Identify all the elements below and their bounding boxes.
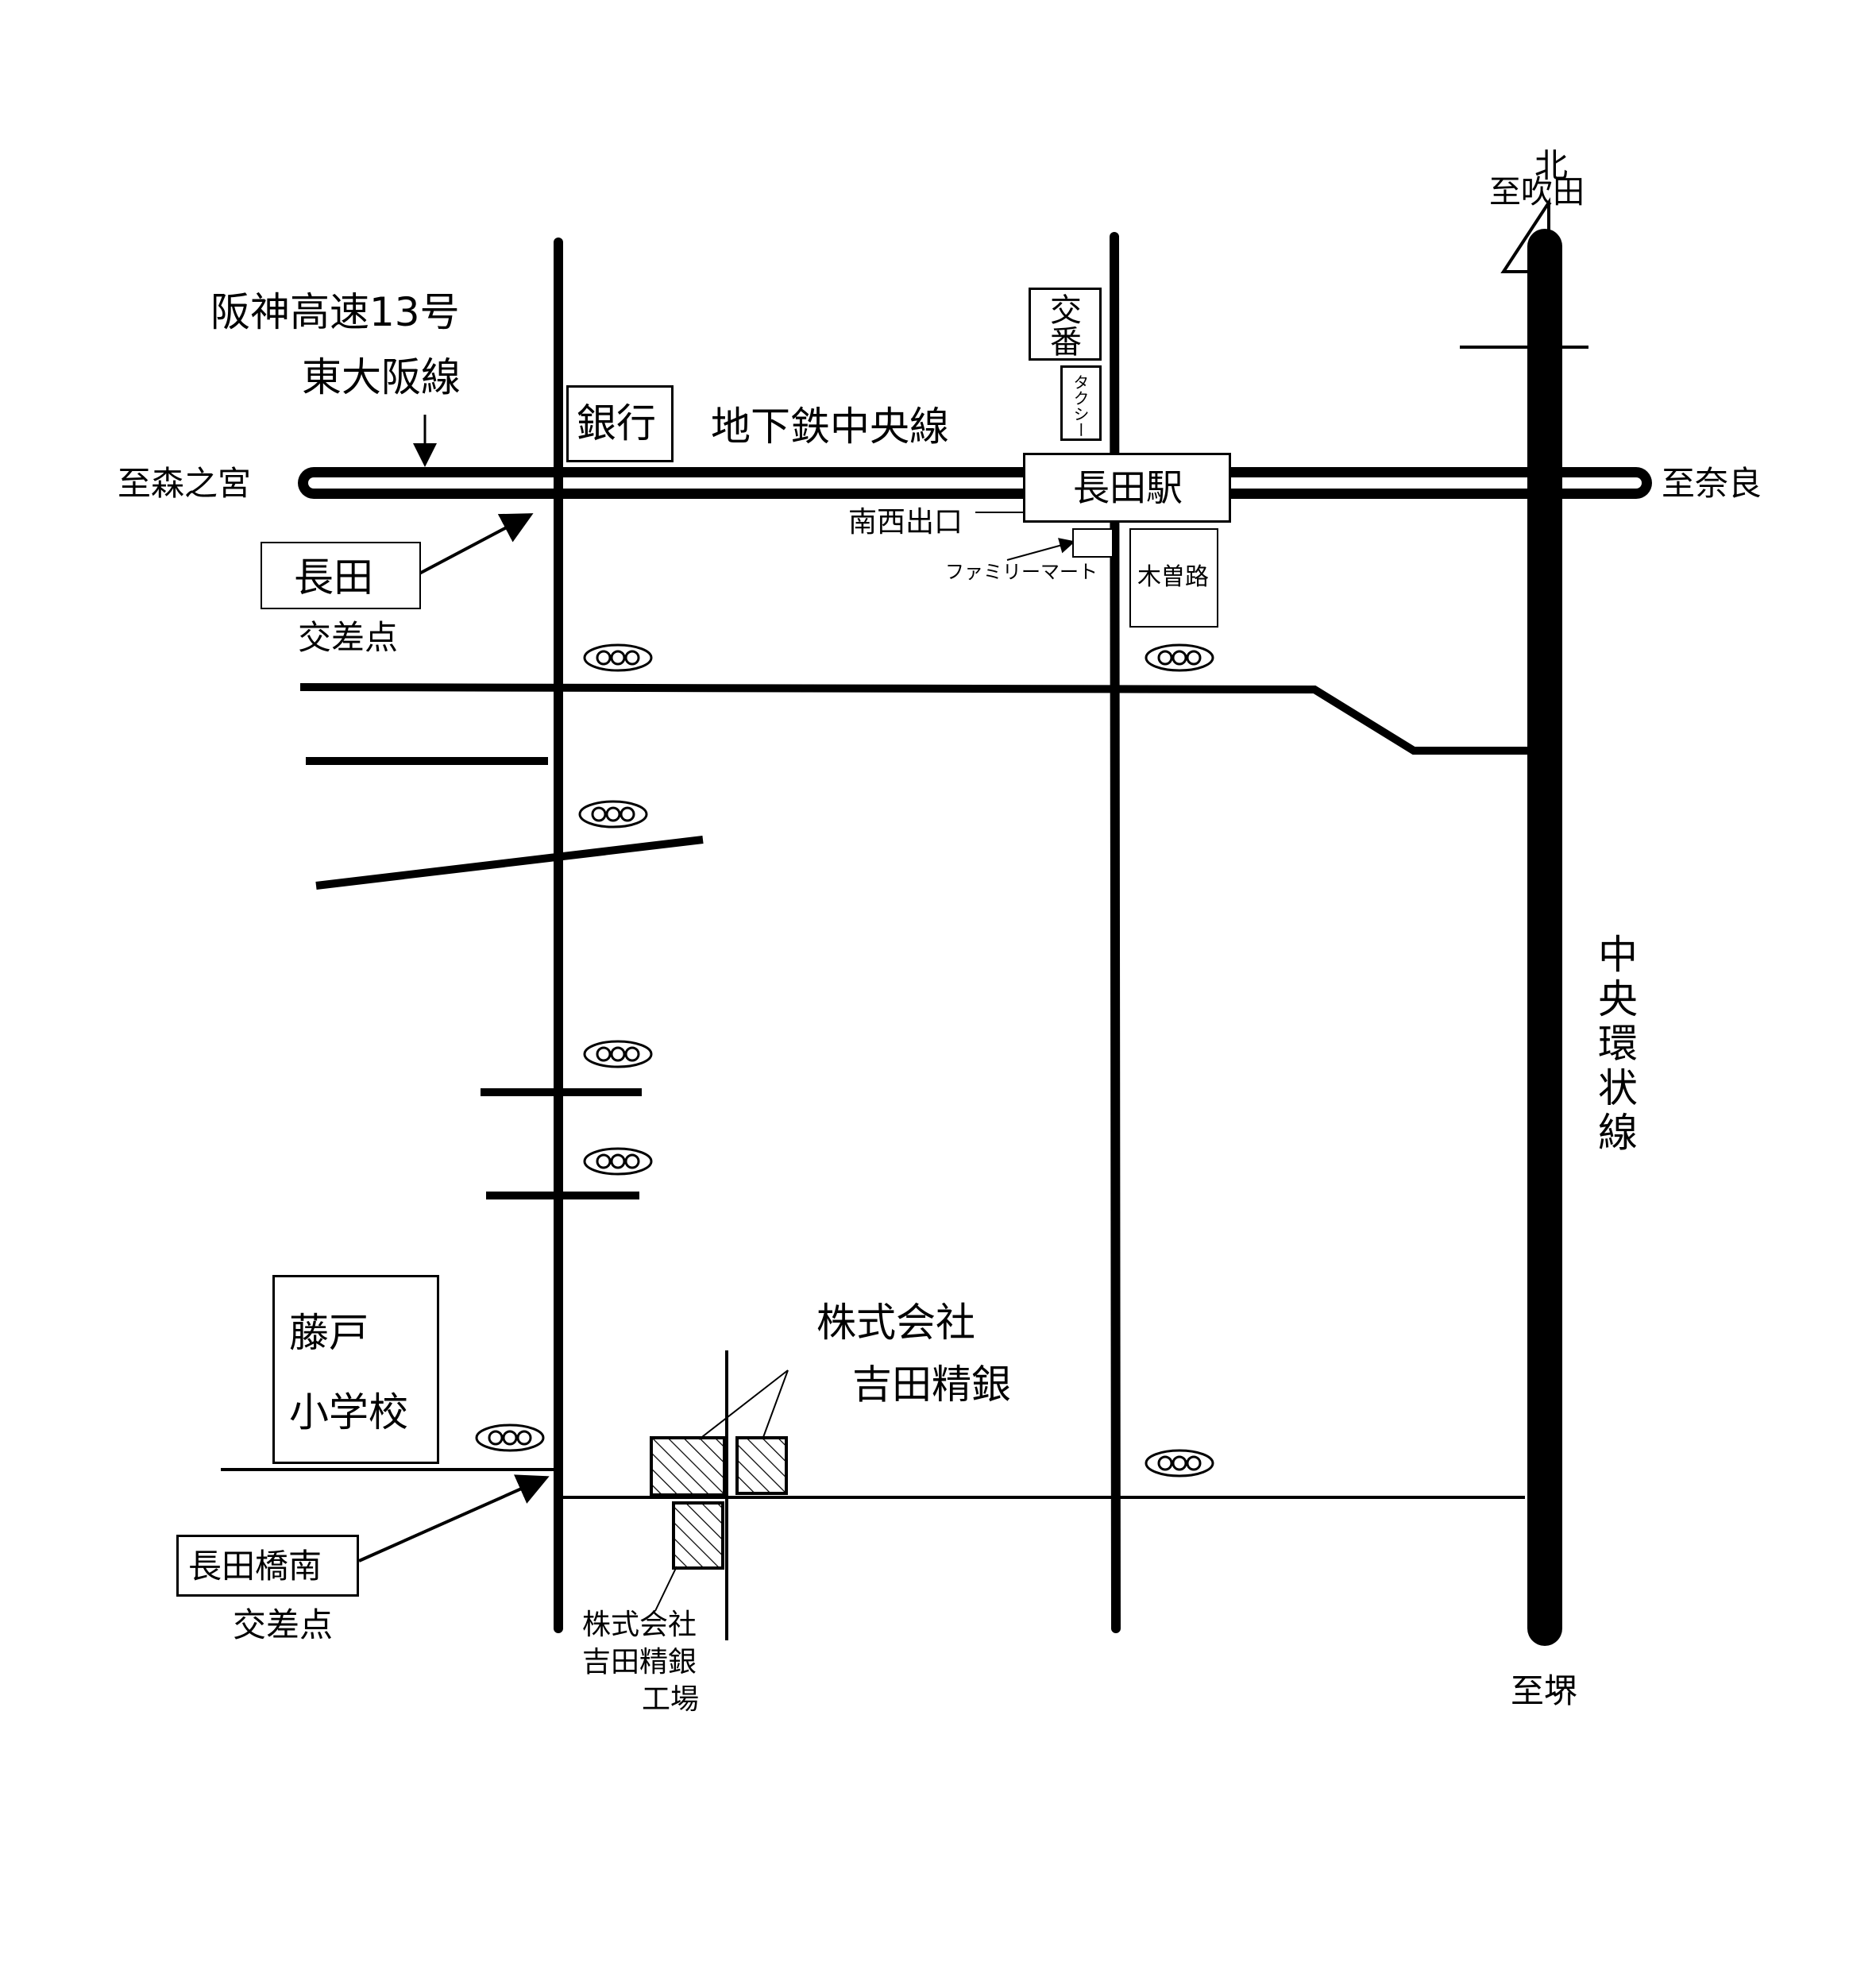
company-factory-building xyxy=(672,1501,724,1570)
to-suita-label: 至吹田 xyxy=(1489,174,1585,211)
southwest-exit-label: 南西出口 xyxy=(848,506,963,539)
nagatabashi-minami-label: 長田橋南 xyxy=(188,1547,322,1586)
kisoji-label: 木曽路 xyxy=(1137,563,1209,591)
north-arrow-icon xyxy=(1460,197,1588,433)
nagatabashi-intersection-label: 交差点 xyxy=(233,1605,334,1644)
company-label-line1: 株式会社 xyxy=(816,1300,975,1346)
road-diagonal xyxy=(315,836,704,890)
subway-label: 地下鉄中央線 xyxy=(711,404,949,450)
nagatabashi-pointer xyxy=(358,1474,550,1562)
company-leader-2 xyxy=(762,1369,789,1440)
familymart-label: ファミリーマート xyxy=(945,561,1098,583)
to-sakai-label: 至堺 xyxy=(1511,1671,1578,1710)
traffic-signal-icon xyxy=(578,800,648,829)
station-box: 長田駅 xyxy=(1023,453,1231,523)
nagata-label: 長田 xyxy=(294,554,373,601)
traffic-signal-icon xyxy=(1145,643,1214,672)
traffic-signal-icon xyxy=(583,643,653,672)
traffic-signals xyxy=(475,643,1214,1478)
chuo-kanjo-label: 中央環状線 xyxy=(1592,933,1638,1156)
station-label: 長田駅 xyxy=(1073,466,1183,509)
traffic-signal-icon xyxy=(583,1040,653,1068)
north-label: 北 xyxy=(1534,146,1569,185)
company-label-line2: 吉田精銀 xyxy=(852,1362,1011,1408)
traffic-signal-icon xyxy=(583,1147,653,1176)
company-building-1 xyxy=(650,1436,726,1497)
school-label-line2: 小学校 xyxy=(289,1389,408,1435)
taxi-label: タクシー xyxy=(1071,374,1090,438)
familymart-marker xyxy=(1072,528,1114,558)
nagata-pointer xyxy=(419,513,534,575)
road-horizontal-1 xyxy=(299,683,1533,755)
bank-box: 銀行 xyxy=(566,385,674,462)
koban-box: 交番 xyxy=(1029,288,1102,361)
traffic-signal-icon xyxy=(1145,1449,1214,1478)
koban-label: 交番 xyxy=(1044,293,1081,357)
kisoji-box: 木曽路 xyxy=(1129,528,1218,628)
traffic-signal-icon xyxy=(475,1423,545,1452)
to-nara-label: 至奈良 xyxy=(1662,464,1762,503)
middle-road xyxy=(1110,232,1121,1633)
taxi-box: タクシー xyxy=(1060,365,1102,441)
expressway-label-line1: 阪神高速13号 xyxy=(210,289,460,335)
familymart-pointer xyxy=(1006,538,1075,561)
nagata-intersection-box: 長田 xyxy=(261,542,421,609)
school-box: 藤戸 小学校 xyxy=(272,1275,439,1464)
factory-label-line1: 株式会社 xyxy=(582,1609,697,1641)
factory-leader xyxy=(654,1566,677,1612)
factory-label-line2: 吉田精銀 xyxy=(582,1646,697,1678)
bank-label: 銀行 xyxy=(577,400,656,446)
to-morinomiya-label: 至森之宮 xyxy=(118,464,252,503)
expressway-label-line2: 東大阪線 xyxy=(302,354,461,400)
nagatabashi-minami-box: 長田橋南 xyxy=(176,1535,359,1597)
company-leader-1 xyxy=(698,1369,789,1440)
company-building-2 xyxy=(735,1436,788,1495)
school-label-line1: 藤戸 xyxy=(289,1310,369,1356)
nagata-intersection-label: 交差点 xyxy=(298,618,399,657)
factory-label-line3: 工場 xyxy=(642,1683,700,1716)
